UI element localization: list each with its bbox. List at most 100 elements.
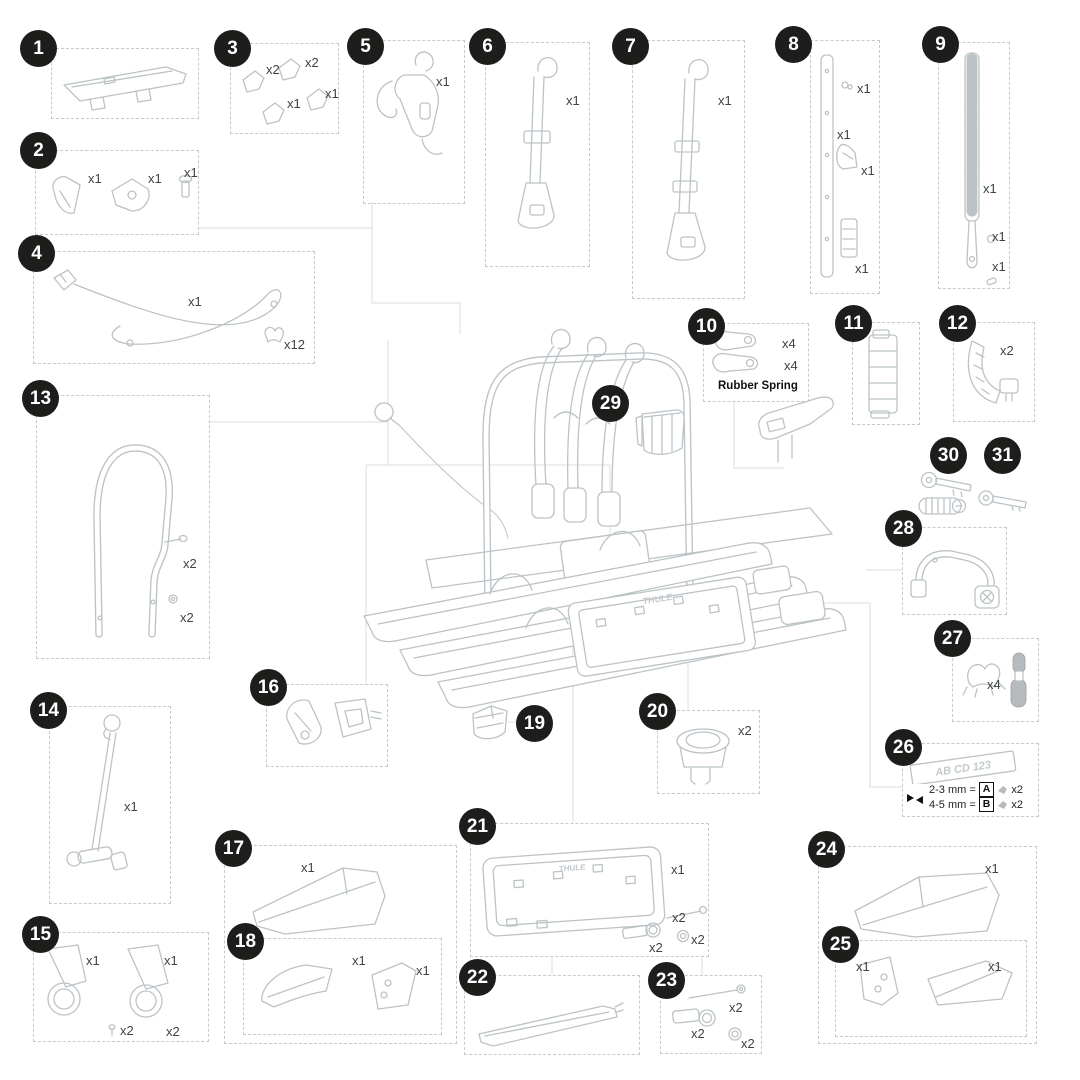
part-26-box: AB CD 123 2-3 mm = A x2 4-5 mm = B x2 [902, 743, 1039, 817]
part-23-number: 23 [655, 969, 678, 991]
part-27-number: 27 [941, 627, 964, 649]
part-25-box: x1 x1 [835, 940, 1027, 1037]
part-9-qty-0: x1 [983, 181, 997, 196]
part-15-badge: 15 [22, 916, 59, 953]
part-4-badge: 4 [18, 235, 55, 272]
part-31-badge: 31 [984, 437, 1021, 474]
part-2-drawing [52, 174, 193, 214]
part-21-drawing: THULE [482, 846, 708, 943]
part-13-qty-0: x2 [183, 556, 197, 571]
part-30-badge: 30 [930, 437, 967, 474]
part-6-badge: 6 [469, 28, 506, 65]
part-15-qty-0: x1 [86, 953, 100, 968]
gap-letter-2: B [978, 797, 995, 812]
part-25-qty-1: x1 [988, 959, 1002, 974]
part-10-number: 10 [695, 315, 718, 337]
part-2-box: x1 x1 x1 [35, 150, 199, 235]
part-26-number: 26 [892, 736, 915, 758]
part-8-badge: 8 [775, 26, 812, 63]
gap-range-2: 4-5 mm = [929, 798, 976, 811]
part-9-number: 9 [935, 33, 946, 55]
part-28-box [902, 527, 1007, 615]
part-20-drawing [676, 728, 730, 785]
part-25-drawing [859, 956, 1013, 1006]
part-30-group [913, 468, 991, 520]
part-7-drawing [666, 59, 709, 261]
part-15-qty-3: x2 [166, 1024, 180, 1039]
part-5-number: 5 [360, 35, 371, 57]
part-31-group [976, 486, 1032, 514]
part-5-box: x1 [363, 40, 465, 204]
part-20-qty-0: x2 [738, 723, 752, 738]
part-22-box [464, 975, 640, 1055]
part-16-badge: 16 [250, 669, 287, 706]
part-14-box: x1 [49, 706, 171, 904]
plate-gap-row-1: 2-3 mm = A x2 [929, 782, 1023, 797]
gap-letter-1: A [978, 782, 995, 797]
part-29-group [628, 400, 690, 460]
part-14-qty-0: x1 [124, 799, 138, 814]
part-10-badge: 10 [688, 308, 725, 345]
part-8-qty-3: x1 [855, 261, 869, 276]
part-28-badge: 28 [885, 510, 922, 547]
part-6-number: 6 [482, 35, 493, 57]
part-1-box [51, 48, 199, 119]
part-10-qty-1: x4 [784, 358, 798, 373]
part-29-badge: 29 [592, 385, 629, 422]
part-27-drawing [962, 652, 1027, 708]
part-19-badge: 19 [516, 705, 553, 742]
plate-gap-row-2: 4-5 mm = B x2 [929, 797, 1023, 812]
part-2-badge: 2 [20, 132, 57, 169]
svg-text:THULE: THULE [642, 592, 674, 607]
part-15-number: 15 [29, 923, 52, 945]
part-3-badge: 3 [214, 30, 251, 67]
part-19-number: 19 [523, 712, 546, 734]
part-15-box: x1 x1 x2 x2 [33, 932, 209, 1042]
part-3-qty-1: x2 [305, 55, 319, 70]
part-8-box: x1 x1 x1 x1 [810, 40, 880, 294]
part-8-number: 8 [788, 33, 799, 55]
part-17-drawing [252, 867, 386, 935]
part-13-box: x2 x2 [36, 395, 210, 659]
part-17-number: 17 [222, 837, 245, 859]
part-17-box: x1 [224, 845, 457, 1044]
part-4-qty-1: x12 [284, 337, 305, 352]
part-14-drawing [66, 714, 128, 871]
part-14-badge: 14 [30, 692, 67, 729]
part-3-qty-0: x2 [266, 62, 280, 77]
svg-text:THULE: THULE [559, 863, 587, 874]
part-4-qty-0: x1 [188, 294, 202, 309]
part-18-box: x1 x1 [243, 938, 442, 1035]
part-24-box: x1 [818, 846, 1037, 1044]
part-26-badge: 26 [885, 729, 922, 766]
part-31-drawing [978, 490, 1027, 512]
part-24-badge: 24 [808, 831, 845, 868]
part-7-number: 7 [625, 35, 636, 57]
part-18-drawing [261, 962, 417, 1010]
part-17-badge: 17 [215, 830, 252, 867]
part-10-label: Rubber Spring [718, 380, 798, 392]
part-9-drawing [964, 52, 997, 286]
part-27-qty-0: x4 [987, 677, 1001, 692]
part-1-badge: 1 [20, 30, 57, 67]
part-3-qty-2: x1 [287, 96, 301, 111]
part-17-qty-0: x1 [301, 860, 315, 875]
part-12-number: 12 [946, 312, 969, 334]
part-29-drawing [635, 409, 685, 455]
part-30-number: 30 [937, 444, 960, 466]
part-3-qty-3: x1 [325, 86, 339, 101]
part-18-badge: 18 [227, 923, 264, 960]
part-12-drawing [967, 340, 1019, 404]
part-11-badge: 11 [835, 305, 872, 342]
part-13-drawing [93, 444, 188, 638]
part-21-badge: 21 [459, 808, 496, 845]
part-23-drawing [672, 984, 746, 1041]
part-15-qty-2: x2 [120, 1023, 134, 1038]
part-21-qty-0: x1 [671, 862, 685, 877]
part-25-number: 25 [829, 933, 852, 955]
part-25-badge: 25 [822, 926, 859, 963]
part-2-qty-0: x1 [88, 171, 102, 186]
part-19-group [467, 698, 512, 746]
part-27-badge: 27 [934, 620, 971, 657]
part-9-qty-2: x1 [992, 259, 1006, 274]
